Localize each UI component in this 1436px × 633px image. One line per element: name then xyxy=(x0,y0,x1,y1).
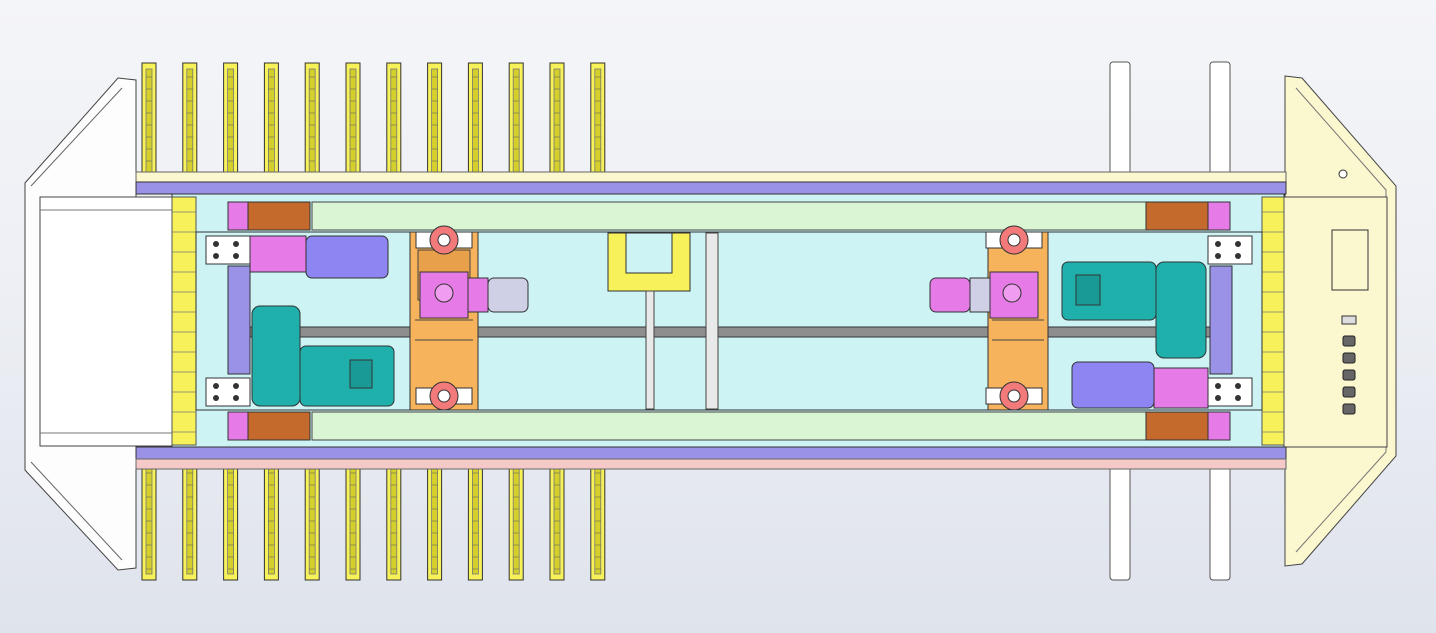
lower-slat-row xyxy=(141,458,606,581)
slat xyxy=(427,62,443,183)
right-trolley-bracket xyxy=(987,231,1049,411)
motor-purple-top-left xyxy=(249,235,389,279)
slat xyxy=(508,62,524,183)
slat xyxy=(263,458,279,581)
panel-switch xyxy=(1341,315,1357,325)
slat xyxy=(141,62,157,183)
panel-button xyxy=(1342,335,1356,347)
slat xyxy=(345,62,361,183)
motor-teal-bottom-left xyxy=(251,305,395,407)
bearing-block xyxy=(1207,235,1253,265)
center-fixture xyxy=(607,232,719,410)
slat xyxy=(223,458,239,581)
slat xyxy=(427,458,443,581)
slat xyxy=(549,458,565,581)
slat xyxy=(590,458,606,581)
right-gearbox xyxy=(929,271,1039,319)
panel-button xyxy=(1342,403,1356,415)
right-control-panel xyxy=(1282,75,1397,567)
left-gearbox xyxy=(419,271,529,319)
slat xyxy=(549,62,565,183)
friction-pad xyxy=(1145,201,1209,231)
upper-side-rail xyxy=(135,171,1287,195)
panel-button xyxy=(1342,369,1356,381)
slat xyxy=(386,458,402,581)
slat xyxy=(304,458,320,581)
slat xyxy=(182,458,198,581)
guide-wheel xyxy=(415,225,473,255)
friction-pad xyxy=(247,201,311,231)
left-end-guard xyxy=(24,77,173,571)
slat xyxy=(263,62,279,183)
top-guide-bar xyxy=(311,201,1147,231)
slat xyxy=(304,62,320,183)
guide-wheel xyxy=(415,381,473,411)
guide-wheel xyxy=(985,225,1043,255)
bearing-block xyxy=(205,235,251,265)
slat xyxy=(182,62,198,183)
slat xyxy=(141,458,157,581)
friction-pad xyxy=(247,411,311,441)
lower-side-rail xyxy=(135,446,1287,470)
bearing-block xyxy=(205,377,251,407)
bottom-guide-bar xyxy=(311,411,1147,441)
panel-button xyxy=(1342,386,1356,398)
slat xyxy=(590,62,606,183)
friction-pad xyxy=(1145,411,1209,441)
slat xyxy=(467,62,483,183)
slat xyxy=(508,458,524,581)
guide-wheel xyxy=(985,381,1043,411)
slat xyxy=(223,62,239,183)
bearing-blocks xyxy=(205,235,1253,407)
indicator-lamp xyxy=(1338,169,1348,179)
panel-button xyxy=(1342,352,1356,364)
display-screen xyxy=(1331,229,1369,291)
guide-wheels xyxy=(415,225,1043,411)
slat xyxy=(467,458,483,581)
motor-teal-top-right xyxy=(1061,261,1207,359)
upper-slat-row xyxy=(141,62,606,183)
motor-purple-bottom-right xyxy=(1071,361,1209,409)
bearing-block xyxy=(1207,377,1253,407)
slat xyxy=(386,62,402,183)
slat xyxy=(345,458,361,581)
drive-shaft xyxy=(249,326,1211,338)
